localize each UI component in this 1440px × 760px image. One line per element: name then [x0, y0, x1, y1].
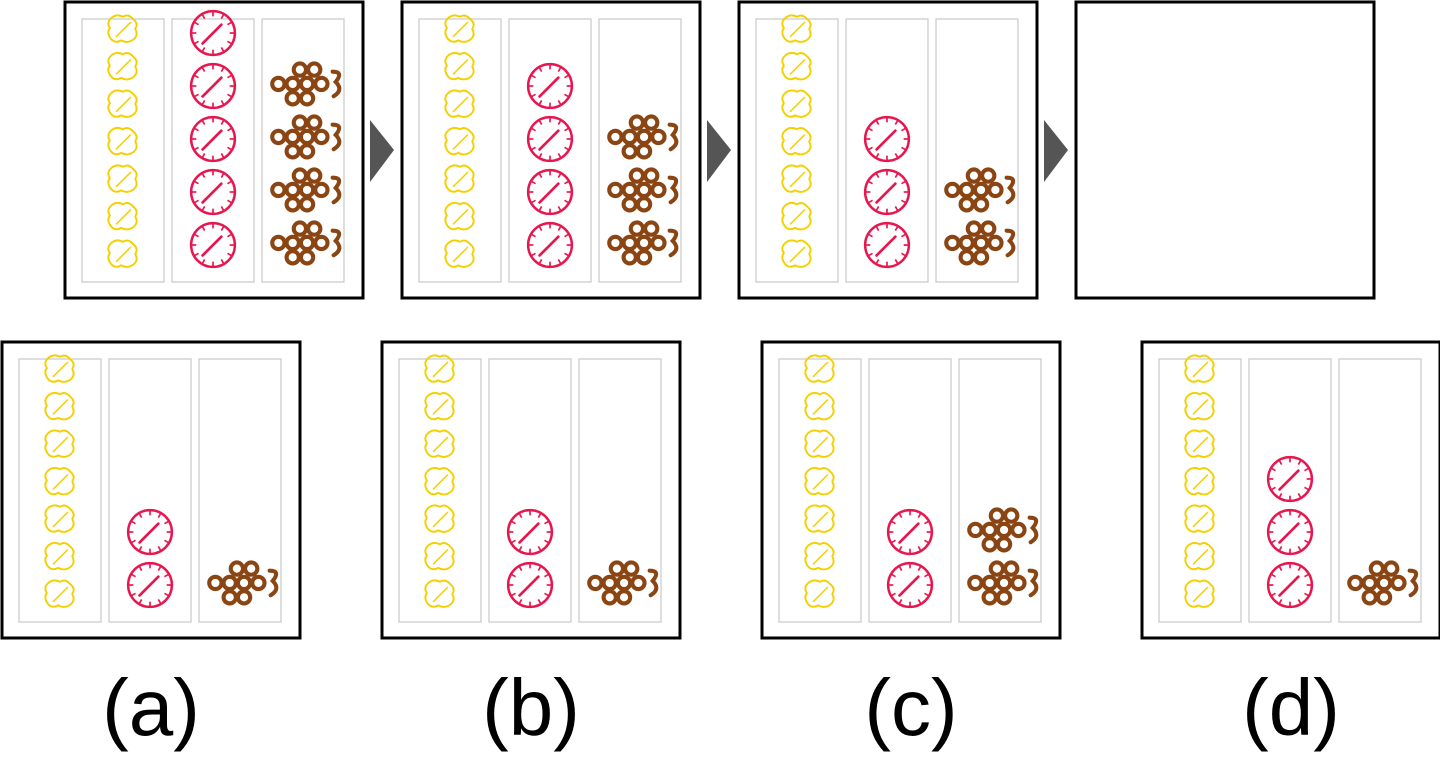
leaf-column	[18, 358, 102, 623]
option-panel-4[interactable]	[1140, 340, 1440, 640]
clock-column	[1248, 358, 1332, 623]
option-panel-1[interactable]	[0, 340, 302, 640]
sequence-panel-3	[737, 0, 1039, 300]
grapes-column	[935, 18, 1019, 283]
clock-column	[508, 18, 592, 283]
grapes-column	[1338, 358, 1422, 623]
grapes-column	[578, 358, 662, 623]
clock-column	[108, 358, 192, 623]
leaf-column	[81, 18, 165, 283]
clock-column	[488, 358, 572, 623]
option-label: (a)	[102, 663, 200, 752]
grapes-column	[958, 358, 1042, 623]
option-label: (c)	[864, 663, 957, 752]
panel-frame	[1140, 340, 1440, 640]
leaf-column	[778, 358, 862, 623]
next-arrow-icon	[707, 120, 731, 182]
option-panel-2[interactable]	[380, 340, 682, 640]
grapes-column	[198, 358, 282, 623]
sequence-panel-4	[1074, 0, 1376, 300]
clock-column	[868, 358, 952, 623]
next-arrow-icon	[1044, 120, 1068, 182]
sequence-panel-1	[63, 0, 365, 300]
panel-frame	[760, 340, 1062, 640]
next-arrow-icon	[370, 120, 394, 182]
panel-frame	[1074, 0, 1376, 300]
clock-column	[171, 18, 255, 283]
option-label: (d)	[1242, 663, 1340, 752]
grapes-column	[261, 18, 345, 283]
leaf-column	[418, 18, 502, 283]
option-label: (b)	[482, 663, 580, 752]
panel-frame	[380, 340, 682, 640]
panel-frame	[737, 0, 1039, 300]
grapes-column	[598, 18, 682, 283]
leaf-column	[398, 358, 482, 623]
option-panel-3[interactable]	[760, 340, 1062, 640]
leaf-column	[1158, 358, 1242, 623]
panel-frame	[0, 340, 302, 640]
leaf-column	[755, 18, 839, 283]
clock-column	[845, 18, 929, 283]
sequence-panel-2	[400, 0, 702, 300]
